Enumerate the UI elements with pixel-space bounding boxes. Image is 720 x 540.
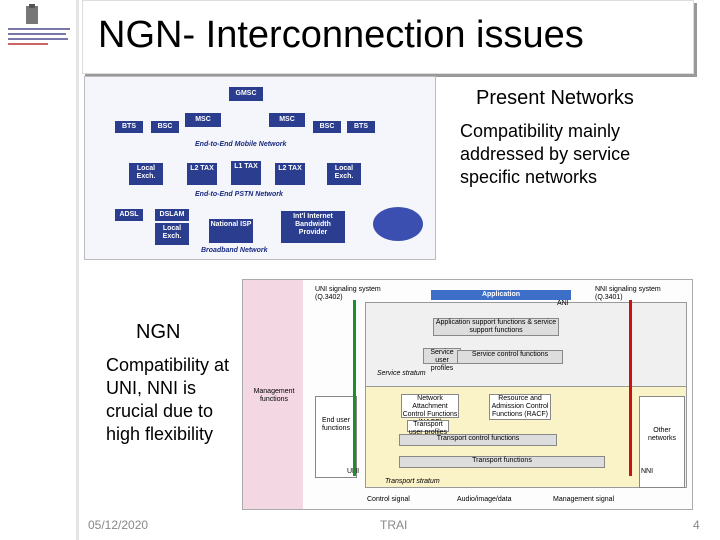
nni-red-line bbox=[629, 300, 632, 476]
l1-tax: L1 TAX bbox=[231, 161, 261, 185]
transport-functions-box: Transport functions bbox=[399, 456, 605, 468]
footer-center: TRAI bbox=[380, 518, 408, 532]
footer-date: 05/12/2020 bbox=[88, 518, 149, 532]
service-user-profile: Service user profiles bbox=[423, 348, 461, 372]
local-exch-2: Local Exch. bbox=[327, 163, 361, 185]
broadband-network-label: Broadband Network bbox=[201, 247, 268, 254]
ngn-architecture-diagram: Management functions UNI signaling syste… bbox=[242, 279, 693, 510]
mobile-network-label: End-to-End Mobile Network bbox=[195, 141, 287, 148]
ngn-body: Compatibility at UNI, NNI is crucial due… bbox=[106, 355, 230, 444]
service-stratum-area bbox=[365, 302, 687, 394]
trai-logo-icon bbox=[8, 4, 70, 45]
nacf-box: Network Attachment Control Functions (NA… bbox=[401, 394, 459, 426]
bsc-box-1: BSC bbox=[151, 121, 179, 133]
uni-green-line bbox=[353, 300, 356, 476]
app-support-box: Application support functions & service … bbox=[433, 318, 559, 336]
local-exch-1: Local Exch. bbox=[129, 163, 163, 185]
application-box: Application bbox=[431, 290, 571, 300]
other-networks-box: Other networks bbox=[639, 396, 685, 488]
present-networks-body: Compatibility mainly addressed by servic… bbox=[460, 121, 631, 187]
nni-signaling-label: NNI signaling system (Q.3401) bbox=[595, 286, 661, 301]
ngn-heading: NGN bbox=[136, 321, 181, 343]
transport-stratum-label: Transport stratum bbox=[385, 478, 440, 485]
nni-label: NNI bbox=[641, 468, 654, 475]
local-exch-3: Local Exch. bbox=[155, 223, 189, 245]
uni-signaling-label: UNI signaling system (Q.3402) bbox=[315, 286, 381, 301]
management-functions-area bbox=[243, 280, 303, 509]
intl-bandwidth-box: Int'l Internet Bandwidth Provider bbox=[281, 211, 345, 243]
msc-box-1: MSC bbox=[185, 113, 221, 127]
present-networks-heading: Present Networks bbox=[476, 87, 634, 109]
msc-box-2: MSC bbox=[269, 113, 305, 127]
footer-page-number: 4 bbox=[693, 518, 700, 532]
pstn-network-label: End-to-End PSTN Network bbox=[195, 191, 283, 198]
racf-box: Resource and Admission Control Functions… bbox=[489, 394, 551, 420]
legend-media: Audio/image/data bbox=[457, 496, 512, 503]
internet-cloud-icon bbox=[373, 207, 423, 241]
national-isp-box: National ISP bbox=[209, 219, 253, 243]
l2-tax-1: L2 TAX bbox=[187, 163, 217, 185]
title-box bbox=[82, 0, 694, 74]
adsl-box: ADSL bbox=[115, 209, 143, 221]
present-networks-diagram: GMSC MSC MSC BTS BSC BSC BTS End-to-End … bbox=[84, 76, 436, 260]
bsc-box-2: BSC bbox=[313, 121, 341, 133]
transport-user-profile: Transport user profiles bbox=[407, 420, 449, 436]
bts-box-1: BTS bbox=[115, 121, 143, 133]
management-functions-label: Management functions bbox=[253, 388, 295, 403]
sidebar-divider bbox=[76, 0, 79, 540]
service-control-box: Service control functions bbox=[457, 350, 563, 364]
slide-title: NGN- Interconnection issues bbox=[98, 14, 584, 56]
ani-label: ANI bbox=[557, 300, 569, 307]
bts-box-2: BTS bbox=[347, 121, 375, 133]
end-user-functions-box: End user functions bbox=[315, 396, 357, 478]
l2-tax-2: L2 TAX bbox=[275, 163, 305, 185]
sidebar bbox=[0, 0, 79, 540]
legend-management-signal: Management signal bbox=[553, 496, 615, 503]
transport-control-box: Transport control functions bbox=[399, 434, 557, 446]
legend-control-signal: Control signal bbox=[367, 496, 410, 503]
service-stratum-label: Service stratum bbox=[377, 370, 426, 377]
gmsc-box: GMSC bbox=[229, 87, 263, 101]
dslam-box: DSLAM bbox=[155, 209, 189, 221]
